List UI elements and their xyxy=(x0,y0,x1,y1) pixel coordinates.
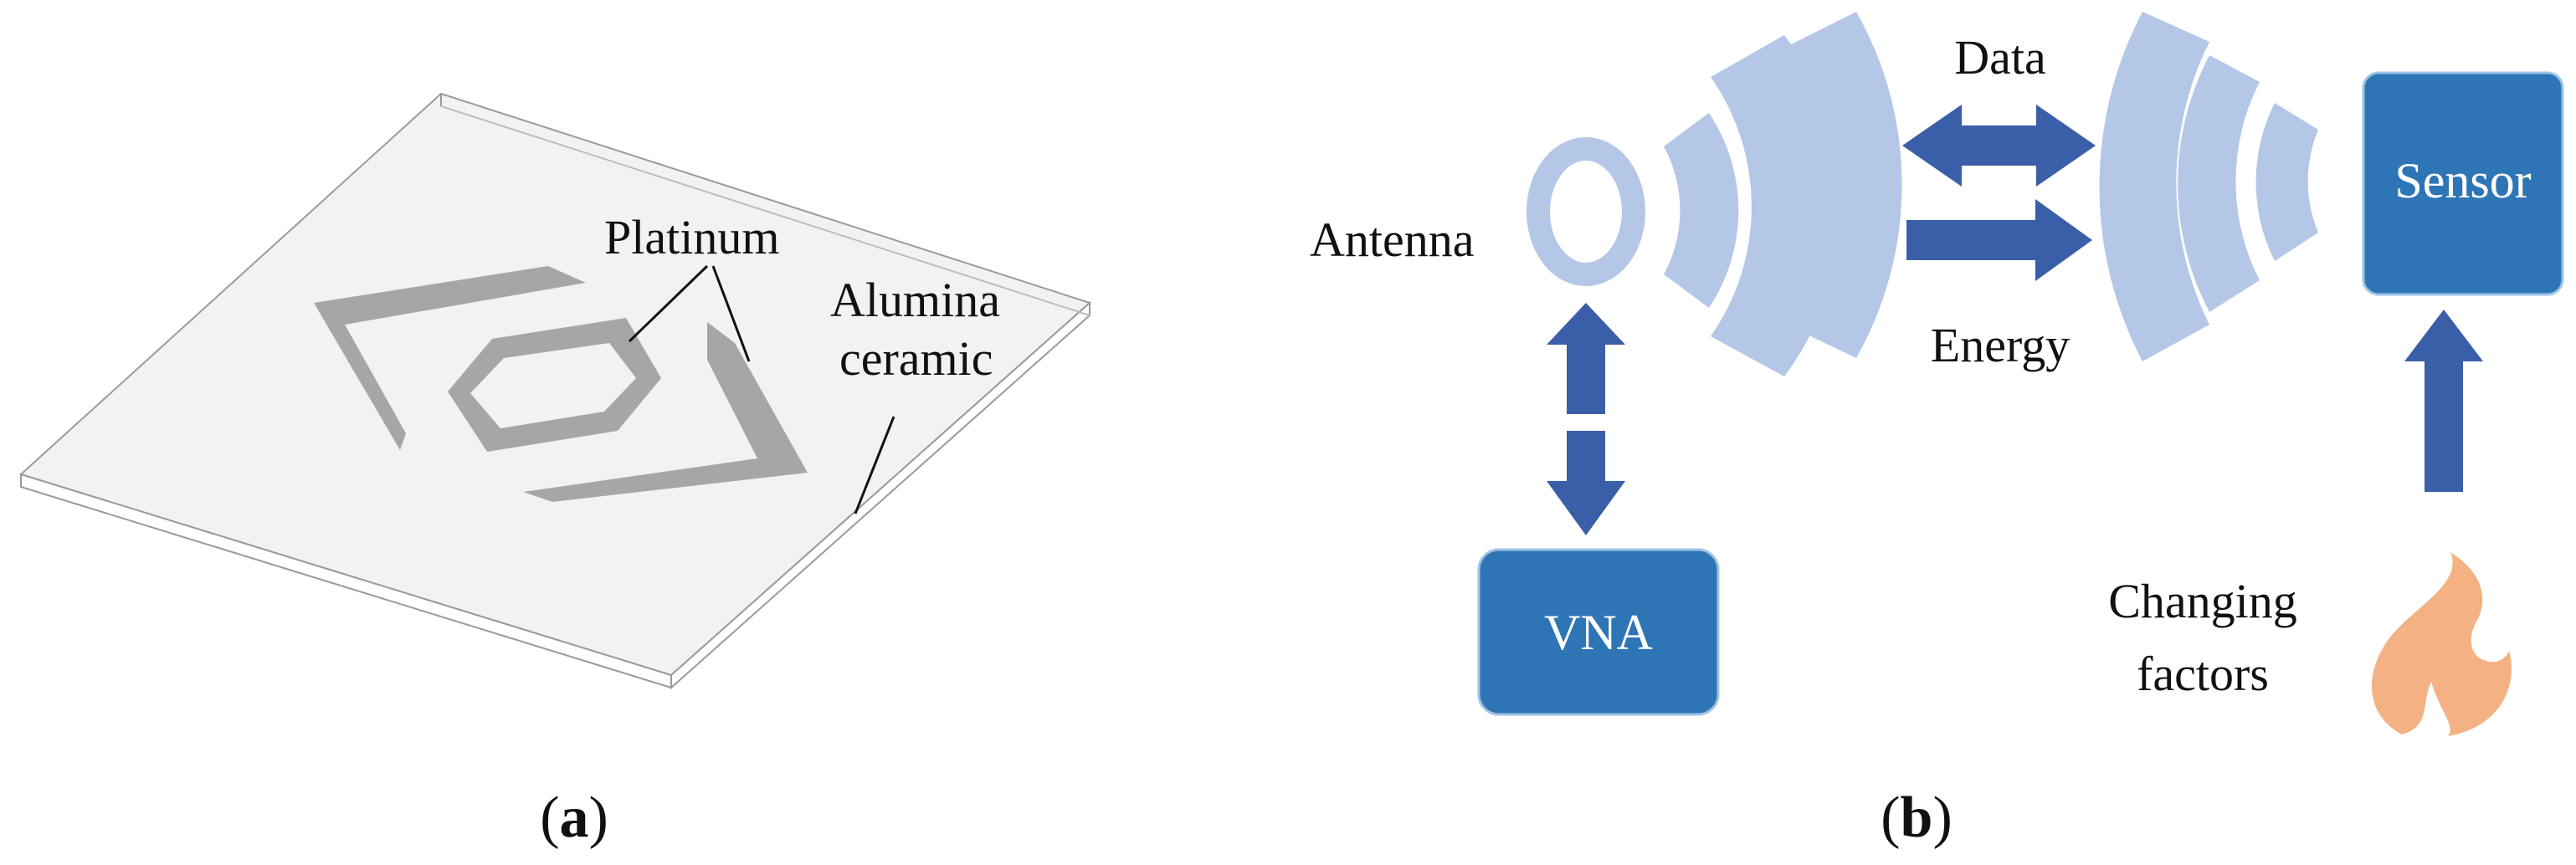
signal-wave-icon xyxy=(1664,113,1739,308)
data-double-arrow xyxy=(1902,105,2096,187)
label-alumina-line2: ceramic xyxy=(839,331,993,386)
label-antenna: Antenna xyxy=(1310,212,1475,267)
energy-arrow xyxy=(1906,199,2092,281)
leader-platinum-inner xyxy=(628,264,709,343)
antenna-ring-icon xyxy=(1527,137,1645,286)
left-signal-waves xyxy=(1664,12,1902,376)
leader-platinum-outer xyxy=(711,265,751,362)
signal-wave-icon xyxy=(1779,12,1902,358)
caption-b: (b) xyxy=(1881,786,1953,850)
label-changing-line2: factors xyxy=(2137,647,2269,701)
platinum-outer-left-strip xyxy=(314,266,586,450)
platinum-outer-right-strip xyxy=(523,322,808,502)
label-data: Data xyxy=(1954,30,2046,84)
caption-a: (a) xyxy=(540,786,608,850)
label-vna: VNA xyxy=(1544,605,1653,660)
signal-wave-icon xyxy=(2178,55,2260,312)
label-alumina-line1: Alumina xyxy=(830,273,1000,327)
platinum-inner-ring xyxy=(448,318,661,452)
label-sensor: Sensor xyxy=(2394,153,2531,208)
factors-sensor-arrow xyxy=(2404,310,2483,492)
leader-alumina xyxy=(854,416,895,514)
label-platinum: Platinum xyxy=(604,210,779,264)
label-changing-line1: Changing xyxy=(2108,574,2297,628)
label-energy: Energy xyxy=(1931,318,2070,372)
sensor-box xyxy=(2362,71,2564,296)
flame-icon xyxy=(2371,552,2512,736)
antenna-vna-double-arrow xyxy=(1547,303,1625,535)
signal-wave-icon xyxy=(2255,103,2318,261)
panel-a: Platinum Alumina ceramic (a) xyxy=(19,92,1091,850)
vna-box xyxy=(1477,548,1720,716)
right-signal-waves xyxy=(2099,12,2318,361)
panel-b: Sensor VNA Antenna Data Energy Changing … xyxy=(1310,12,2564,850)
signal-wave-icon xyxy=(2099,12,2209,361)
